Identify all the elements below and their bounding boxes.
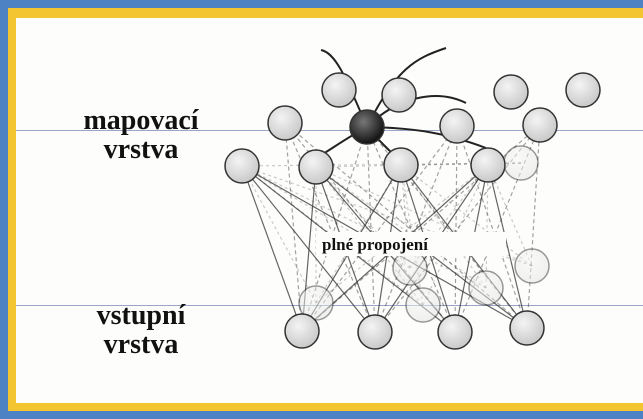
input-neuron <box>284 313 320 349</box>
mapping-neuron <box>381 77 417 113</box>
connection-line <box>485 164 489 289</box>
connection-line <box>400 164 487 289</box>
connection-line <box>366 126 456 333</box>
input-neuron <box>357 314 393 350</box>
connection-line <box>284 122 376 333</box>
mapping-neuron <box>439 108 475 144</box>
full-connection-label-bg <box>316 232 506 256</box>
mapping-layer-label-line2: vrstva <box>103 134 179 166</box>
connection-line <box>241 165 376 333</box>
input-neuron <box>437 314 473 350</box>
connection-line <box>374 125 458 333</box>
connection-line <box>315 166 487 289</box>
mapping-neuron <box>224 148 260 184</box>
faded-neuron <box>468 270 504 306</box>
mapping-neuron <box>565 72 601 108</box>
mapping-neuron <box>321 72 357 108</box>
connection-line <box>315 166 424 306</box>
connection-line <box>487 164 528 329</box>
winner-neuron <box>349 109 385 145</box>
faded-neuron <box>392 250 428 286</box>
connection-line <box>315 166 411 269</box>
input-neuron <box>509 310 545 346</box>
input-layer-label-line2: vrstva <box>103 329 179 361</box>
mapping-neuron <box>267 105 303 141</box>
mapping-neuron <box>298 149 334 185</box>
mapping-neuron <box>522 107 558 143</box>
connection-line <box>487 164 533 267</box>
faded-neuron <box>405 287 441 323</box>
mapping-layer-label-line1: mapovací <box>83 105 199 136</box>
connection-line <box>456 125 528 329</box>
input-layer-label: vstupní vrstva <box>56 301 226 360</box>
faded-neuron <box>503 145 539 181</box>
connection-line <box>315 166 533 267</box>
guide-line-top <box>16 130 643 131</box>
connection-line <box>454 125 458 333</box>
connection-line <box>366 126 376 333</box>
input-layer-label-line1: vstupní <box>96 300 186 331</box>
mapping-layer-label: mapovací vrstva <box>56 106 226 165</box>
kohonen-network-diagram: plné propojení <box>224 47 601 350</box>
mapping-neuron <box>470 147 506 183</box>
full-connection-label: plné propojení <box>322 235 428 254</box>
mapping-neuron <box>493 74 529 110</box>
lateral-connection <box>366 47 447 128</box>
faded-neuron <box>298 285 334 321</box>
connection-line <box>241 165 317 304</box>
mapping-neuron <box>383 147 419 183</box>
connection-line <box>241 162 522 167</box>
connection-line <box>241 165 303 332</box>
faded-neuron <box>514 248 550 284</box>
connection-line <box>454 124 541 333</box>
connection-line <box>422 164 489 306</box>
slide-panel: plné propojení mapovací vrstva vstupní v… <box>16 18 643 403</box>
